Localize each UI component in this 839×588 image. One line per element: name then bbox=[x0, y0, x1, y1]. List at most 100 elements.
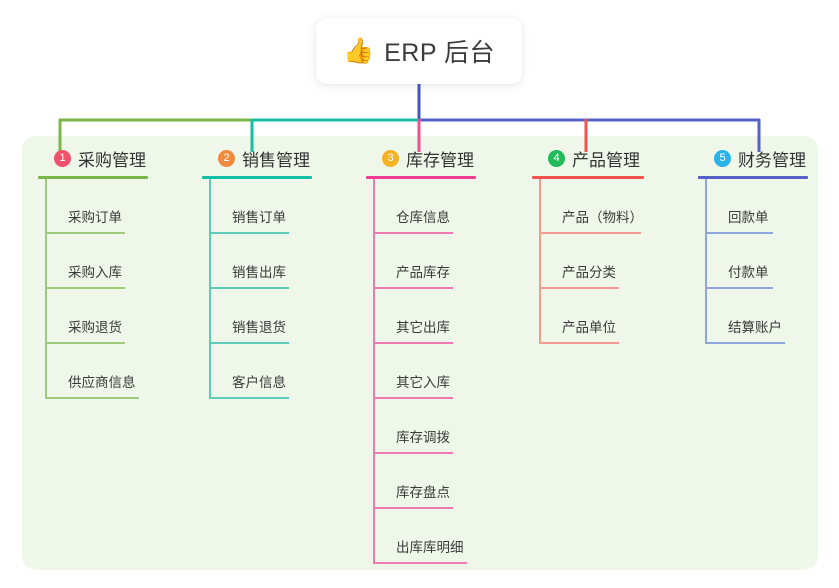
leaf-label: 采购退货 bbox=[68, 320, 122, 335]
leaf-label: 采购订单 bbox=[68, 210, 122, 225]
branch-1: 1 采购管理采购订单采购入库采购退货供应商信息 bbox=[38, 146, 190, 399]
branch-trunk-line bbox=[45, 179, 47, 399]
leaf-label: 仓库信息 bbox=[396, 210, 450, 225]
branch-trunk-line bbox=[539, 179, 541, 344]
leaf-item[interactable]: 库存盘点 bbox=[366, 454, 518, 509]
leaf-item[interactable]: 回款单 bbox=[698, 179, 818, 234]
leaf-underline bbox=[45, 342, 125, 344]
branch-header-4[interactable]: 4 产品管理 bbox=[532, 146, 692, 170]
leaf-underline bbox=[539, 342, 619, 344]
branch-5: 5 财务管理回款单付款单结算账户 bbox=[698, 146, 818, 344]
branch-title-underline bbox=[532, 176, 644, 179]
leaf-underline bbox=[45, 287, 125, 289]
leaf-label: 产品（物料） bbox=[562, 210, 643, 225]
leaf-list: 仓库信息产品库存其它出库其它入库库存调拨库存盘点出库库明细 bbox=[366, 179, 518, 564]
branch-title: 采购管理 bbox=[78, 150, 146, 170]
branch-trunk-line bbox=[209, 179, 211, 399]
leaf-underline bbox=[45, 232, 125, 234]
leaf-item[interactable]: 产品分类 bbox=[532, 234, 692, 289]
leaf-label: 产品库存 bbox=[396, 265, 450, 280]
leaf-label: 产品分类 bbox=[562, 265, 616, 280]
leaf-label: 其它入库 bbox=[396, 375, 450, 390]
leaf-item[interactable]: 客户信息 bbox=[202, 344, 354, 399]
branch-title: 销售管理 bbox=[242, 150, 310, 170]
leaf-underline bbox=[373, 397, 453, 399]
branch-number-badge: 5 bbox=[714, 149, 731, 167]
leaf-item[interactable]: 产品单位 bbox=[532, 289, 692, 344]
leaf-underline bbox=[209, 287, 289, 289]
leaf-label: 回款单 bbox=[728, 210, 769, 225]
branch-title-underline bbox=[366, 176, 476, 179]
branch-title-underline bbox=[202, 176, 312, 179]
leaf-item[interactable]: 采购退货 bbox=[38, 289, 190, 344]
leaf-item[interactable]: 采购入库 bbox=[38, 234, 190, 289]
branch-title: 产品管理 bbox=[572, 150, 640, 170]
leaf-underline bbox=[373, 562, 467, 564]
branch-title-underline bbox=[698, 176, 808, 179]
branch-header-2[interactable]: 2 销售管理 bbox=[202, 146, 354, 170]
leaf-underline bbox=[705, 342, 785, 344]
leaf-underline bbox=[209, 397, 289, 399]
leaf-underline bbox=[373, 287, 453, 289]
leaf-label: 销售出库 bbox=[232, 265, 286, 280]
leaf-list: 销售订单销售出库销售退货客户信息 bbox=[202, 179, 354, 399]
leaf-label: 销售退货 bbox=[232, 320, 286, 335]
leaf-label: 采购入库 bbox=[68, 265, 122, 280]
leaf-item[interactable]: 销售退货 bbox=[202, 289, 354, 344]
leaf-item[interactable]: 产品库存 bbox=[366, 234, 518, 289]
leaf-underline bbox=[539, 287, 619, 289]
leaf-label: 库存盘点 bbox=[396, 485, 450, 500]
leaf-list: 回款单付款单结算账户 bbox=[698, 179, 818, 344]
leaf-item[interactable]: 仓库信息 bbox=[366, 179, 518, 234]
branch-4: 4 产品管理产品（物料） 产品分类产品单位 bbox=[532, 146, 692, 344]
branch-3: 3 库存管理仓库信息产品库存其它出库其它入库库存调拨库存盘点出库库明细 bbox=[366, 146, 518, 564]
root-node[interactable]: 👍 ERP 后台 bbox=[316, 18, 522, 84]
branch-number-badge: 4 bbox=[548, 149, 565, 167]
branch-number-badge: 2 bbox=[218, 149, 235, 167]
branch-title: 库存管理 bbox=[406, 150, 474, 170]
leaf-label: 供应商信息 bbox=[68, 375, 136, 390]
leaf-underline bbox=[209, 342, 289, 344]
leaf-underline bbox=[705, 287, 773, 289]
leaf-item[interactable]: 结算账户 bbox=[698, 289, 818, 344]
leaf-item[interactable]: 出库库明细 bbox=[366, 509, 518, 564]
branch-number-badge: 1 bbox=[54, 149, 71, 167]
leaf-underline bbox=[209, 232, 289, 234]
leaf-item[interactable]: 供应商信息 bbox=[38, 344, 190, 399]
branch-number-badge: 3 bbox=[382, 149, 399, 167]
leaf-list: 采购订单采购入库采购退货供应商信息 bbox=[38, 179, 190, 399]
leaf-underline bbox=[539, 232, 641, 234]
leaf-item[interactable]: 其它入库 bbox=[366, 344, 518, 399]
leaf-item[interactable]: 销售出库 bbox=[202, 234, 354, 289]
leaf-item[interactable]: 采购订单 bbox=[38, 179, 190, 234]
branch-title-underline bbox=[38, 176, 148, 179]
branch-header-3[interactable]: 3 库存管理 bbox=[366, 146, 518, 170]
leaf-item[interactable]: 付款单 bbox=[698, 234, 818, 289]
branch-header-1[interactable]: 1 采购管理 bbox=[38, 146, 190, 170]
leaf-label: 付款单 bbox=[728, 265, 769, 280]
leaf-label: 出库库明细 bbox=[396, 540, 464, 555]
leaf-item[interactable]: 产品（物料） bbox=[532, 179, 692, 234]
leaf-label: 结算账户 bbox=[728, 320, 782, 335]
leaf-label: 销售订单 bbox=[232, 210, 286, 225]
leaf-underline bbox=[373, 507, 453, 509]
leaf-label: 其它出库 bbox=[396, 320, 450, 335]
branch-2: 2 销售管理销售订单销售出库销售退货客户信息 bbox=[202, 146, 354, 399]
branch-panel-background bbox=[22, 136, 818, 570]
leaf-item[interactable]: 其它出库 bbox=[366, 289, 518, 344]
leaf-underline bbox=[705, 232, 773, 234]
branch-header-5[interactable]: 5 财务管理 bbox=[698, 146, 818, 170]
branch-title: 财务管理 bbox=[738, 150, 806, 170]
leaf-label: 客户信息 bbox=[232, 375, 286, 390]
thumbs-up-icon: 👍 bbox=[342, 36, 375, 65]
leaf-underline bbox=[373, 232, 453, 234]
leaf-item[interactable]: 库存调拨 bbox=[366, 399, 518, 454]
leaf-underline bbox=[373, 342, 453, 344]
leaf-label: 产品单位 bbox=[562, 320, 616, 335]
leaf-underline bbox=[45, 397, 139, 399]
leaf-item[interactable]: 销售订单 bbox=[202, 179, 354, 234]
leaf-list: 产品（物料） 产品分类产品单位 bbox=[532, 179, 692, 344]
leaf-label: 库存调拨 bbox=[396, 430, 450, 445]
leaf-underline bbox=[373, 452, 453, 454]
